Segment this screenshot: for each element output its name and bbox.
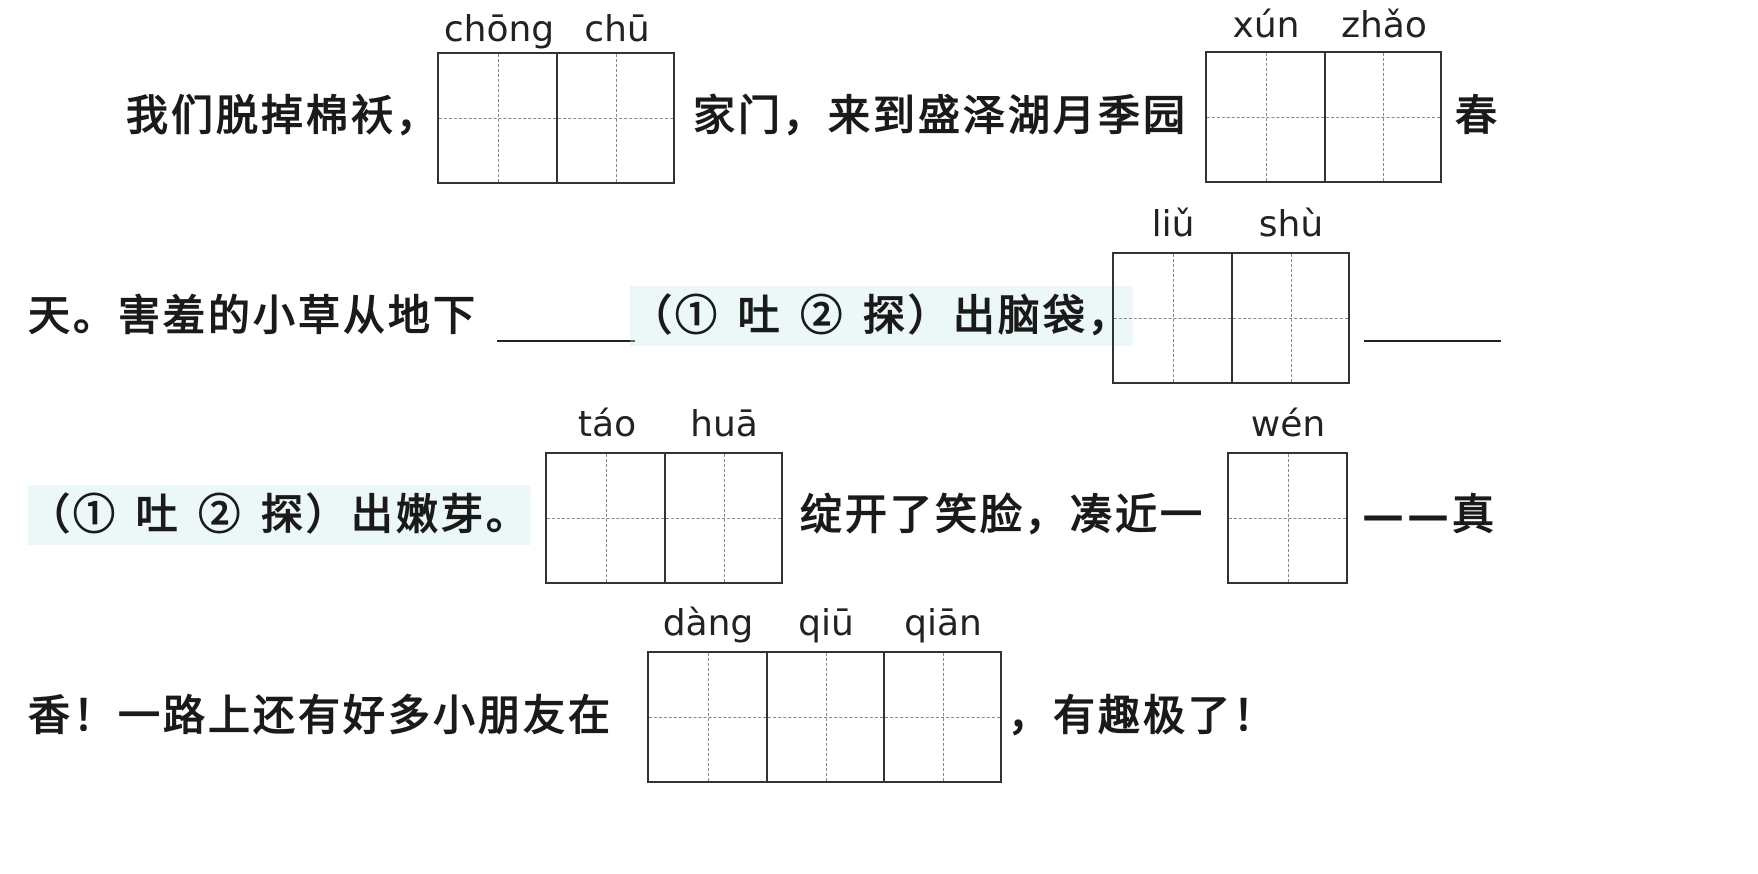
pinyin-wen: wén [1250,404,1326,445]
answer-grid-xunzhao[interactable] [1205,51,1442,183]
pinyin-qian: qiān [904,603,982,644]
line3-text-3: ——真 [1362,490,1498,539]
pinyin-shu: shù [1258,204,1324,245]
grid-cell[interactable] [1207,53,1324,181]
fill-blank-1[interactable] [497,340,635,342]
line1-text-1: 我们脱掉棉袄， [126,91,442,140]
line4-text-1: 香！一路上还有好多小朋友在 [28,691,614,740]
line2-text-1: 天。害羞的小草从地下 [28,291,479,340]
answer-grid-wen[interactable] [1227,452,1348,584]
grid-cell[interactable] [1231,254,1348,382]
grid-cell[interactable] [649,653,766,781]
choice-options-1: （① 吐 ② 探）出脑袋， [630,286,1133,346]
grid-cell[interactable] [439,54,556,182]
pinyin-liu: liǔ [1151,204,1195,245]
answer-grid-liushu[interactable] [1112,252,1350,384]
line1-text-2: 家门，来到盛泽湖月季园 [693,91,1189,140]
line4-text-2: ，有趣极了！ [1008,691,1279,740]
grid-cell[interactable] [1229,454,1346,582]
grid-cell[interactable] [664,454,781,582]
grid-cell[interactable] [556,54,673,182]
fill-blank-2[interactable] [1364,340,1501,342]
pinyin-zhao: zhǎo [1341,5,1427,46]
grid-cell[interactable] [883,653,1000,781]
grid-cell[interactable] [547,454,664,582]
grid-cell[interactable] [1114,254,1231,382]
answer-grid-chongchu[interactable] [437,52,675,184]
answer-grid-dangqiuqian[interactable] [647,651,1002,783]
pinyin-qiu: qiū [798,603,854,644]
pinyin-chu: chū [584,9,650,50]
choice-options-2: （① 吐 ② 探）出嫩芽。 [28,485,531,545]
grid-cell[interactable] [766,653,883,781]
grid-cell[interactable] [1324,53,1440,181]
pinyin-chong: chōng [443,9,555,50]
answer-grid-taohua[interactable] [545,452,783,584]
line3-text-2: 绽开了笑脸，凑近一 [800,490,1206,539]
pinyin-dang: dàng [662,603,754,644]
pinyin-xun: xún [1232,5,1300,46]
pinyin-hua: huā [690,404,758,445]
line1-text-3: 春 [1455,91,1501,140]
pinyin-tao: táo [577,404,637,445]
